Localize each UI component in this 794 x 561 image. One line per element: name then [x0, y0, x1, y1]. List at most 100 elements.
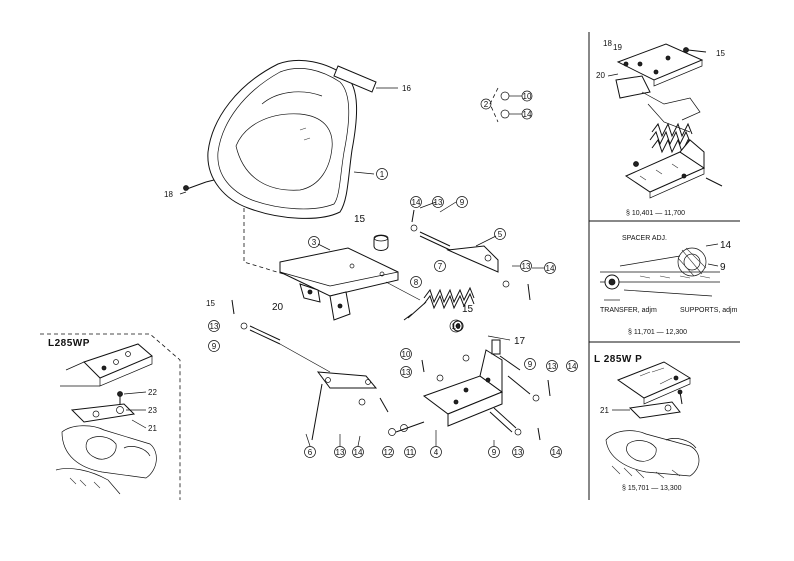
callout-14-e: 14	[352, 446, 364, 458]
svg-text:1: 1	[380, 170, 385, 179]
seat-shell	[207, 59, 358, 219]
svg-text:9: 9	[212, 342, 217, 351]
backrest-pad-16	[333, 65, 398, 93]
left-inset-border	[40, 333, 181, 500]
inset-mid-note-spacer: SPACER ADJ.	[622, 235, 667, 242]
callout-6: 6	[304, 446, 316, 458]
rocker-arm-6	[311, 371, 378, 441]
left-pin-assembly	[231, 299, 281, 345]
svg-text:13: 13	[402, 368, 411, 377]
svg-text:13: 13	[336, 448, 345, 457]
callout-12: 12	[382, 446, 394, 458]
svg-text:13: 13	[434, 198, 443, 207]
rubber-cap-15	[373, 234, 389, 251]
svg-text:10: 10	[402, 350, 411, 359]
inset-bottom-model-label: L 285W P	[594, 354, 642, 365]
callout-1: 1	[376, 168, 388, 180]
svg-text:15: 15	[206, 299, 215, 308]
upper-pin-assembly	[410, 209, 451, 251]
svg-text:4: 4	[434, 448, 439, 457]
inset-mid-serial: § 11,701 — 12,300	[628, 329, 687, 336]
callout-13-e: 13	[546, 360, 558, 372]
svg-text:6: 6	[308, 448, 313, 457]
lower-left-pins	[358, 397, 389, 413]
svg-text:2: 2	[484, 100, 489, 109]
svg-text:10: 10	[452, 322, 461, 331]
callout-13-g: 13	[512, 446, 524, 458]
svg-text:15: 15	[462, 304, 474, 315]
callout-13-c: 13	[208, 320, 220, 332]
right-inset-frames	[588, 32, 740, 500]
svg-text:7: 7	[438, 262, 443, 271]
callout-15-b: 15	[206, 299, 215, 308]
svg-text:20: 20	[272, 302, 284, 313]
callout-20-a: 20	[272, 302, 284, 313]
plate-guide-line	[385, 281, 421, 301]
svg-text:18: 18	[164, 190, 173, 199]
callout-14-b: 14	[410, 196, 422, 208]
svg-text:11: 11	[406, 448, 415, 457]
svg-text:13: 13	[522, 262, 531, 271]
lower-right-pin-9	[489, 407, 541, 441]
svg-text:15: 15	[354, 214, 366, 225]
svg-text:3: 3	[312, 238, 317, 247]
callout-14-f: 14	[550, 446, 562, 458]
inset-bottom-serial: § 15,701 — 13,300	[622, 485, 682, 492]
inset-top-callout-19: 19	[613, 43, 622, 52]
inset-top-callout-18: 18	[603, 39, 612, 48]
base-bracket-4	[422, 349, 504, 427]
small-parts-bracket	[421, 354, 521, 382]
left-inset-callout-23: 23	[148, 406, 157, 415]
callout-4: 4	[430, 446, 442, 458]
svg-text:16: 16	[402, 84, 411, 93]
callout-16: 16	[402, 84, 411, 93]
inset-top-callout-15: 15	[716, 49, 725, 58]
left-inset: L285WP 22 23 21	[40, 333, 181, 500]
callout-2: 2	[480, 98, 492, 110]
svg-text:13: 13	[548, 362, 557, 371]
inset-middle-right: SPACER ADJ. 14 9 TRANSFER, adjm SUPPORTS…	[600, 235, 738, 336]
callout-3: 3	[308, 236, 320, 248]
right-lower-pins	[507, 375, 551, 402]
svg-text:12: 12	[384, 448, 393, 457]
svg-text:9: 9	[528, 360, 533, 369]
leader-lines	[179, 171, 544, 447]
svg-text:13: 13	[514, 448, 523, 457]
inset-top-serial: § 10,401 — 11,700	[626, 210, 685, 217]
inset-mid-note-transfer: TRANSFER, adjm	[600, 307, 657, 314]
callout-14-d: 14	[566, 360, 578, 372]
callout-9-c: 9	[524, 358, 536, 370]
svg-text:14: 14	[568, 362, 577, 371]
callout-10-b: 10	[449, 319, 463, 333]
callout-17: 17	[514, 336, 526, 347]
callout-10-c: 10	[400, 348, 412, 360]
svg-text:9: 9	[492, 448, 497, 457]
callout-13-f: 13	[334, 446, 346, 458]
left-inset-callout-22: 22	[148, 388, 157, 397]
callout-15-a: 15	[354, 214, 366, 225]
inset-mid-callout-14: 14	[720, 240, 732, 251]
detail-group-2	[489, 87, 522, 123]
spring-7	[423, 286, 475, 310]
inset-top-callout-20: 20	[596, 71, 605, 80]
main-exploded-view: 1 16 18 2 10 14 14 13 9 15 3 5 7 13 14 8…	[164, 59, 578, 458]
left-inset-model-label: L285WP	[48, 338, 90, 349]
svg-text:10: 10	[523, 92, 532, 101]
svg-text:14: 14	[354, 448, 363, 457]
callout-13-a: 13	[432, 196, 444, 208]
inset-top-right: 18 19 20 15 § 10,401 — 11,700	[596, 39, 725, 217]
inset-mid-callout-9: 9	[720, 262, 726, 273]
callout-9-d: 9	[488, 446, 500, 458]
svg-text:14: 14	[523, 110, 532, 119]
callout-9-b: 9	[208, 340, 220, 352]
svg-text:13: 13	[210, 322, 219, 331]
callout-9-a: 9	[456, 196, 468, 208]
under-bracket-12-11	[388, 421, 425, 436]
inset-mid-note-supports: SUPPORTS, adjm	[680, 307, 738, 314]
svg-text:14: 14	[412, 198, 421, 207]
inset-bottom-right: L 285W P 21 § 15,701 — 13,300	[594, 354, 700, 492]
callout-14-c: 14	[544, 262, 556, 274]
seat-plate-3	[279, 247, 399, 321]
callout-10-a: 10	[521, 90, 533, 102]
